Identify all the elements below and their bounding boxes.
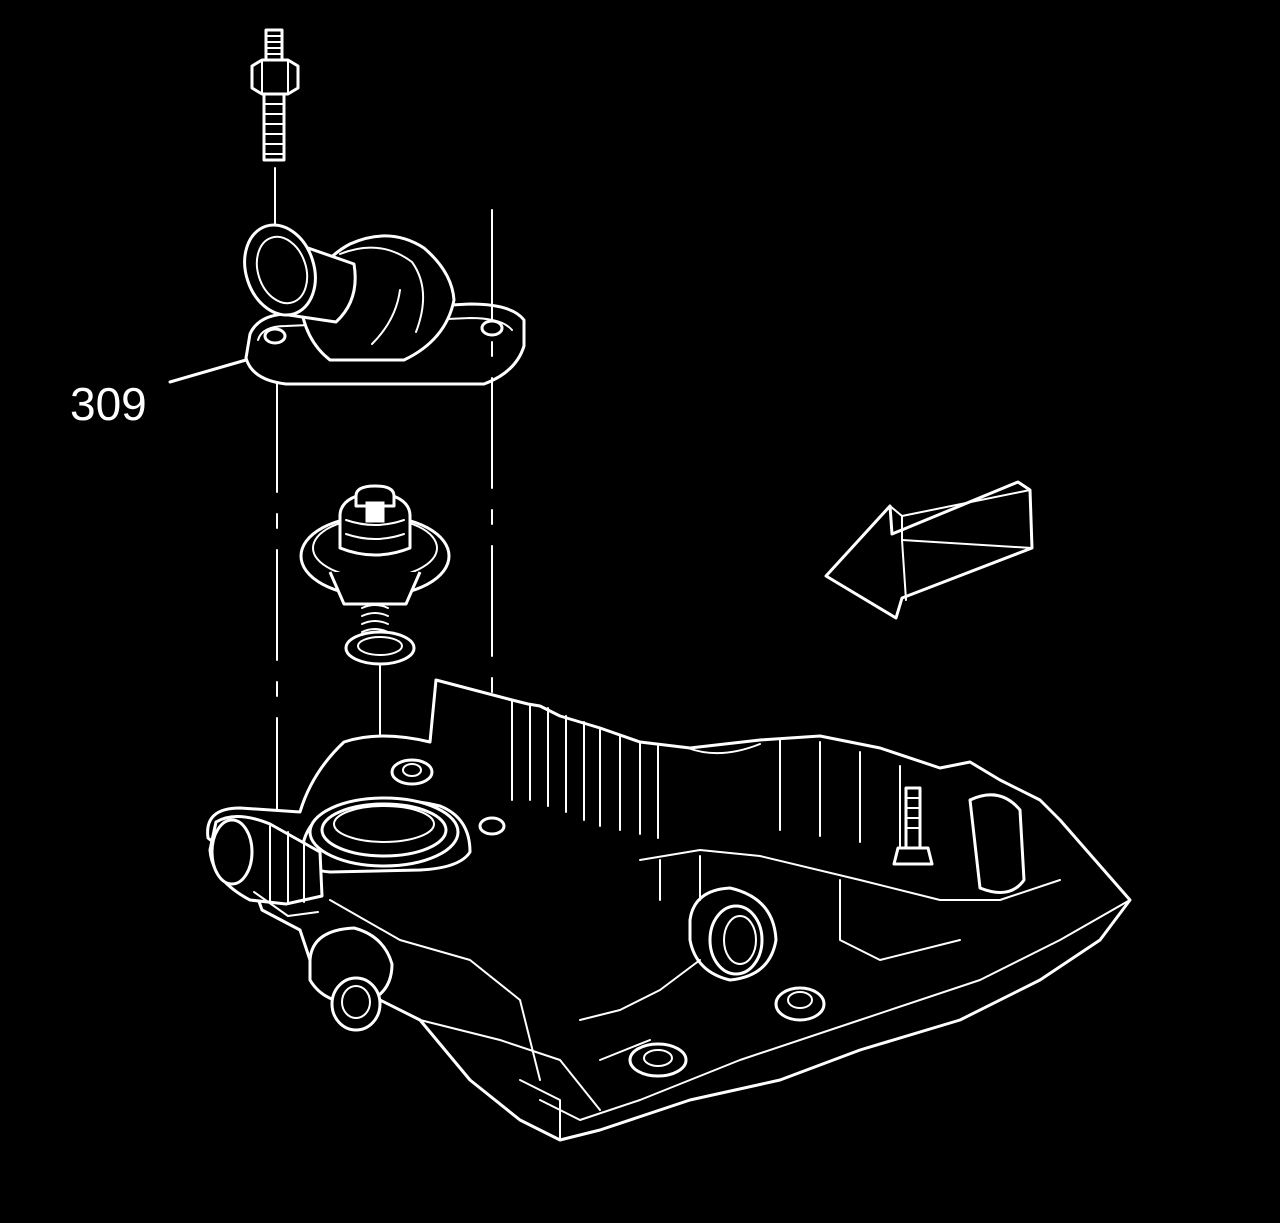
callout-label: 309	[70, 378, 147, 430]
direction-arrow-icon	[824, 480, 1034, 620]
thermostat	[299, 484, 451, 666]
engine-block	[206, 678, 1132, 1142]
thermostat-housing	[243, 223, 526, 386]
callout-309: 309	[70, 358, 248, 430]
callout-leader-line	[168, 358, 248, 384]
stud-bolt	[250, 28, 300, 227]
